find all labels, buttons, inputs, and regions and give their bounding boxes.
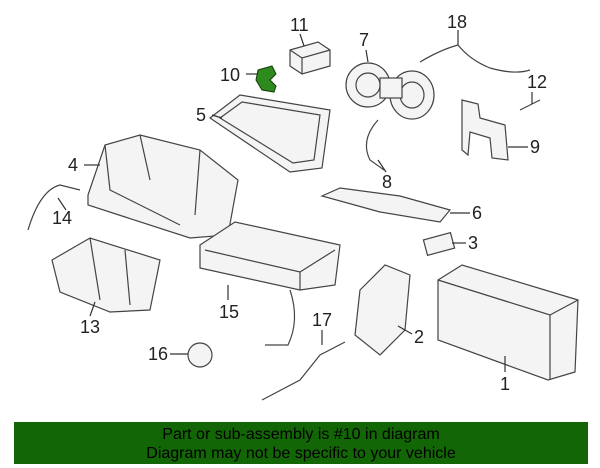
part-15-heater-core[interactable] [199,221,341,346]
part-14-hose[interactable] [27,184,81,231]
part-3-sensor[interactable] [422,231,456,257]
part-8-bracket[interactable] [365,119,385,171]
callout-17: 17 [312,310,332,330]
callout-16: 16 [148,344,168,364]
part-13-blower-housing[interactable] [51,237,161,313]
banner-line-1: Part or sub-assembly is #10 in diagram [162,426,440,443]
part-4-housing[interactable] [87,134,239,239]
callout-13: 13 [80,317,100,337]
info-banner: Part or sub-assembly is #10 in diagram D… [14,422,588,464]
callout-15: 15 [219,302,239,322]
part-7-blower[interactable] [345,62,435,120]
callout-4: 4 [68,155,78,175]
leader-lines [57,30,533,372]
parts-diagram: 1 2 3 4 5 6 7 8 9 10 11 12 13 14 15 16 1… [27,12,579,401]
callout-7: 7 [359,30,369,50]
part-11[interactable] [289,41,331,75]
callout-8: 8 [382,172,392,192]
callout-9: 9 [530,137,540,157]
callout-2: 2 [414,327,424,347]
part-10-highlighted[interactable] [255,65,277,93]
callout-18: 18 [447,12,467,32]
banner-line-2: Diagram may not be specific to your vehi… [146,445,456,462]
callout-6: 6 [472,203,482,223]
part-2-module[interactable] [354,264,411,356]
callout-3: 3 [468,233,478,253]
part-1-evaporator[interactable] [437,264,579,381]
callout-14: 14 [52,208,72,228]
part-6-seal[interactable] [320,187,452,223]
part-18-harness[interactable] [419,44,531,73]
part-16-grommet[interactable] [187,342,213,368]
part-5-filter-frame[interactable] [208,94,331,173]
part-12-screw[interactable] [519,99,541,111]
callout-10: 10 [220,65,240,85]
callout-5: 5 [196,105,206,125]
callout-11: 11 [290,15,309,35]
callout-1: 1 [500,374,510,394]
part-17-pipe[interactable] [261,341,346,401]
part-9-bracket[interactable] [461,99,509,161]
callout-12: 12 [527,72,547,92]
